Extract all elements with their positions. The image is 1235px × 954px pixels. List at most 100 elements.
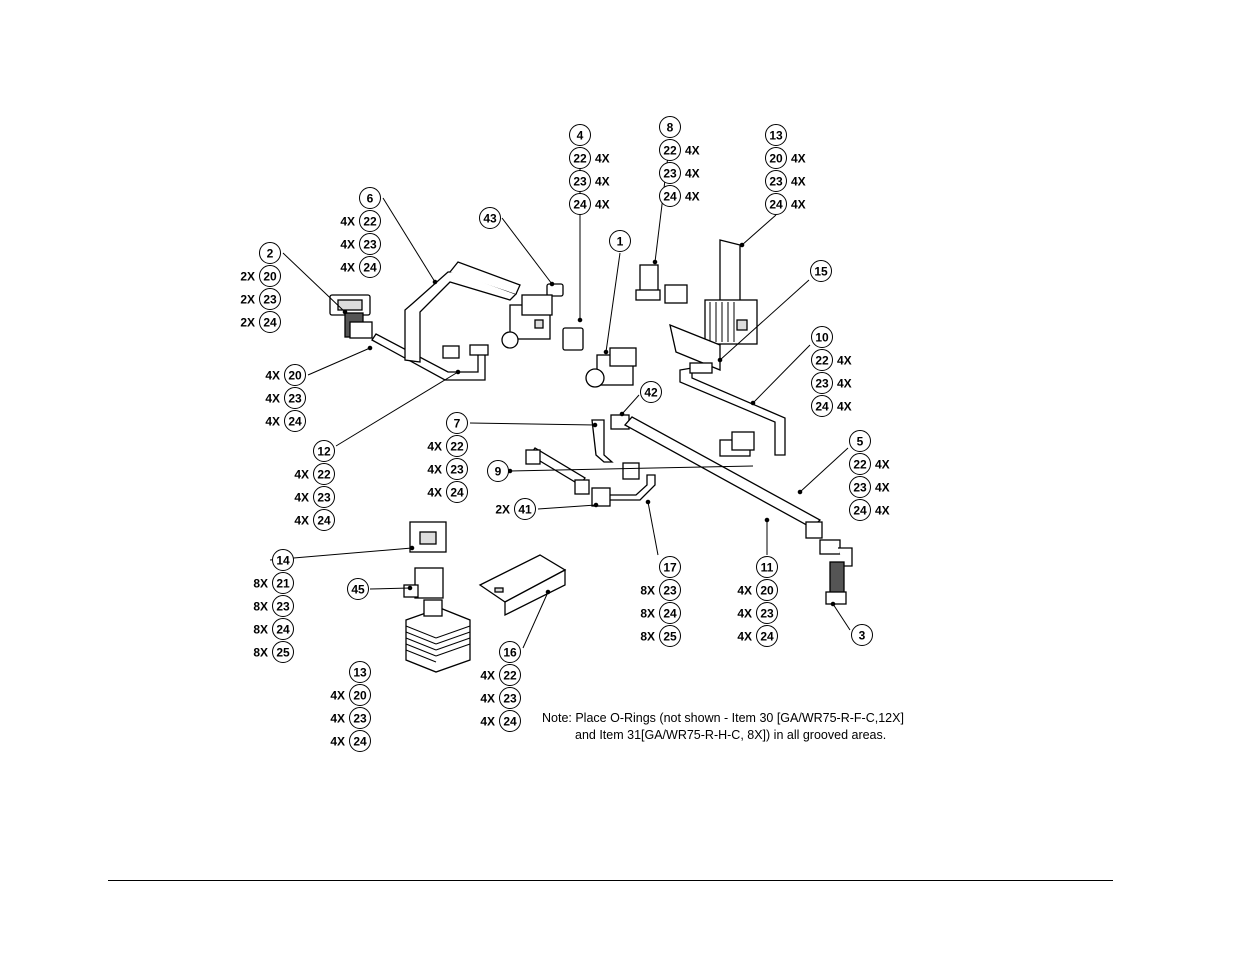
callout-number: 17 bbox=[663, 561, 677, 575]
leader-line bbox=[832, 603, 851, 631]
callout-number: 16 bbox=[503, 646, 517, 660]
callout-bubble bbox=[849, 476, 871, 498]
leader-line bbox=[369, 587, 411, 590]
callout-quantity: 4X bbox=[875, 481, 890, 495]
callout-number: 23 bbox=[663, 584, 677, 598]
callout-quantity: 4X bbox=[294, 514, 309, 528]
callout-quantity: 4X bbox=[791, 175, 806, 189]
callout-bubble bbox=[313, 486, 335, 508]
callout-bubble bbox=[446, 458, 468, 480]
leader-arrowhead bbox=[432, 279, 438, 285]
part-42-flange bbox=[610, 414, 630, 430]
callout-number: 13 bbox=[769, 129, 783, 143]
callout-number: 6 bbox=[367, 192, 374, 206]
callout-number: 23 bbox=[450, 463, 464, 477]
callout-bubble bbox=[756, 556, 778, 578]
callout-quantity: 4X bbox=[595, 152, 610, 166]
callout-quantity: 4X bbox=[875, 504, 890, 518]
leader-line bbox=[647, 501, 659, 556]
callout-quantity: 8X bbox=[253, 600, 268, 614]
callout-number: 14 bbox=[276, 554, 290, 568]
callout-bubble bbox=[284, 364, 306, 386]
callout-group: 1 bbox=[609, 230, 631, 252]
callout-number: 23 bbox=[769, 175, 783, 189]
callout-number: 22 bbox=[815, 354, 829, 368]
callout-quantity: 2X bbox=[240, 270, 255, 284]
callout-bubble bbox=[811, 372, 833, 394]
callout-quantity: 4X bbox=[340, 261, 355, 275]
callout-bubble bbox=[349, 661, 371, 683]
callout-number: 13 bbox=[353, 666, 367, 680]
callout-number: 24 bbox=[663, 607, 677, 621]
leader-arrowhead bbox=[830, 601, 836, 607]
callout-quantity: 4X bbox=[837, 354, 852, 368]
callout-bubble bbox=[756, 602, 778, 624]
callout-number: 24 bbox=[276, 623, 290, 637]
callout-quantity: 4X bbox=[427, 486, 442, 500]
callout-bubble bbox=[313, 509, 335, 531]
callout-bubble bbox=[849, 499, 871, 521]
callout-bubble bbox=[659, 162, 681, 184]
callout-bubble bbox=[347, 578, 369, 600]
callout-number: 9 bbox=[495, 465, 502, 479]
callout-quantity: 4X bbox=[265, 369, 280, 383]
leader-arrowhead bbox=[545, 589, 551, 595]
leader-line bbox=[501, 217, 553, 285]
leader-arrowhead bbox=[549, 281, 555, 287]
callout-bubble bbox=[259, 265, 281, 287]
callout-number: 20 bbox=[288, 369, 302, 383]
callout-quantity: 4X bbox=[791, 198, 806, 212]
callout-number: 24 bbox=[353, 735, 367, 749]
leader-arrowhead bbox=[577, 317, 583, 323]
callout-number: 23 bbox=[353, 712, 367, 726]
leader-arrowhead bbox=[750, 400, 756, 406]
leader-arrowhead bbox=[717, 357, 723, 363]
callout-bubble bbox=[765, 170, 787, 192]
callout-number: 23 bbox=[263, 293, 277, 307]
callout-quantity: 4X bbox=[330, 735, 345, 749]
callout-number: 42 bbox=[644, 386, 658, 400]
callout-bubble bbox=[446, 481, 468, 503]
callout-quantity: 4X bbox=[427, 463, 442, 477]
callout-number: 24 bbox=[663, 190, 677, 204]
callout-number: 20 bbox=[263, 270, 277, 284]
leader-arrowhead bbox=[652, 259, 658, 265]
leader-arrowhead bbox=[619, 411, 625, 417]
callout-bubble bbox=[349, 707, 371, 729]
callout-bubble bbox=[811, 395, 833, 417]
part-12-flange-b bbox=[442, 345, 460, 359]
callout-number: 23 bbox=[317, 491, 331, 505]
callout-bubble bbox=[659, 139, 681, 161]
callout-quantity: 4X bbox=[685, 167, 700, 181]
callout-group: 9 bbox=[487, 460, 509, 482]
leader-line bbox=[799, 447, 849, 493]
callout-bubble bbox=[359, 187, 381, 209]
callout-number: 24 bbox=[317, 514, 331, 528]
note-line-2: and Item 31[GA/WR75-R-H-C, 8X]) in all g… bbox=[575, 728, 887, 742]
callout-group: 45 bbox=[347, 578, 369, 600]
callout-quantity: 4X bbox=[265, 415, 280, 429]
leader-arrowhead bbox=[407, 585, 413, 591]
callout-bubble bbox=[446, 412, 468, 434]
callout-quantity: 2X bbox=[240, 316, 255, 330]
callout-quantity: 8X bbox=[253, 577, 268, 591]
callout-bubble bbox=[659, 625, 681, 647]
part-13-heatsink-assembly bbox=[669, 239, 758, 371]
small-flange bbox=[622, 462, 640, 480]
callout-bubble bbox=[349, 684, 371, 706]
callout-number: 23 bbox=[288, 392, 302, 406]
callout-quantity: 4X bbox=[340, 215, 355, 229]
callout-bubble bbox=[259, 242, 281, 264]
callout-quantity: 4X bbox=[737, 630, 752, 644]
callout-group: 15 bbox=[810, 260, 832, 282]
callout-bubble bbox=[272, 595, 294, 617]
callout-bubble bbox=[359, 210, 381, 232]
callout-quantity: 4X bbox=[294, 491, 309, 505]
